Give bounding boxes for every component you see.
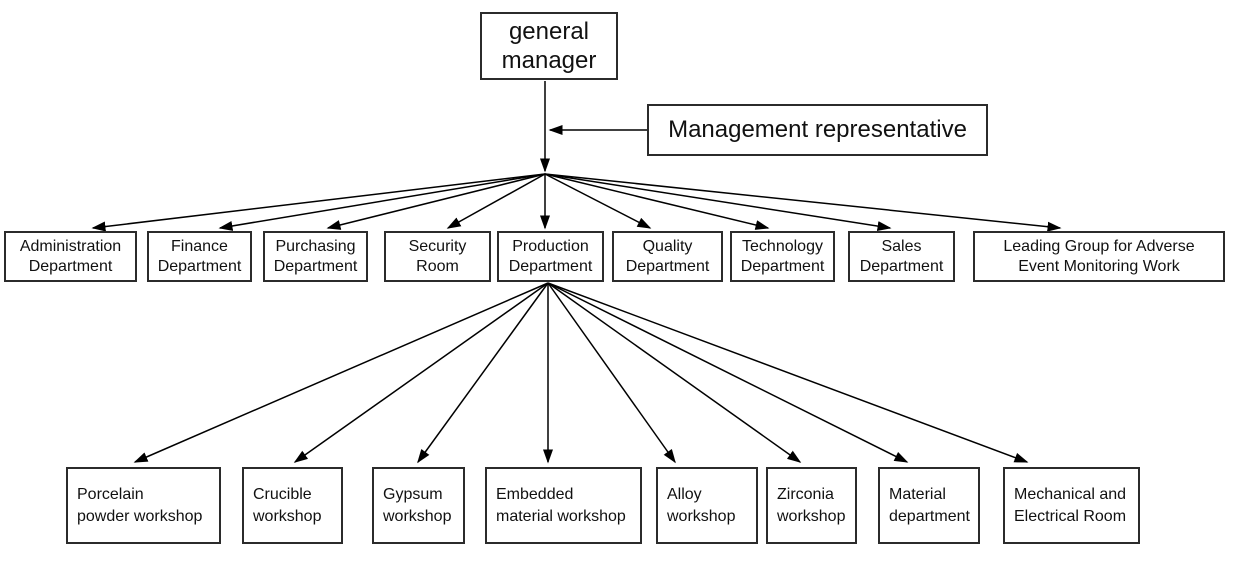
edge-to-administration-department (91, 173, 546, 232)
node-production-department: Production Department (497, 231, 604, 282)
node-technology-department: Technology Department (730, 231, 835, 282)
node-finance-department: Finance Department (147, 231, 252, 282)
edge-to-technology-department (544, 173, 770, 230)
node-general-manager: general manager (480, 12, 618, 80)
node-leading-group-adverse-event-monitoring: Leading Group for Adverse Event Monitori… (973, 231, 1225, 282)
node-embedded-material-workshop: Embedded material workshop (485, 467, 642, 544)
node-crucible-workshop: Crucible workshop (242, 467, 343, 544)
node-administration-department: Administration Department (4, 231, 137, 282)
node-porcelain-powder-workshop: Porcelain powder workshop (66, 467, 221, 544)
edge-to-security-room (446, 173, 546, 229)
node-purchasing-department: Purchasing Department (263, 231, 368, 282)
node-sales-department: Sales Department (848, 231, 955, 282)
edge-to-alloy-workshop (547, 282, 676, 464)
node-gypsum-workshop: Gypsum workshop (372, 467, 465, 544)
edge-to-leading-group-adverse-event-monitoring (544, 173, 1062, 232)
node-quality-department: Quality Department (612, 231, 723, 282)
node-zirconia-workshop: Zirconia workshop (766, 467, 857, 544)
edge-to-material-department (547, 282, 909, 463)
node-mechanical-electrical-room: Mechanical and Electrical Room (1003, 467, 1140, 544)
node-management-representative: Management representative (647, 104, 988, 156)
edge-to-quality-department (544, 173, 652, 229)
node-alloy-workshop: Alloy workshop (656, 467, 758, 544)
node-material-department: Material department (878, 467, 980, 544)
edge-to-finance-department (218, 173, 546, 231)
edge-to-zirconia-workshop (547, 282, 802, 463)
edge-to-purchasing-department (326, 173, 546, 230)
node-security-room: Security Room (384, 231, 491, 282)
edge-to-sales-department (544, 173, 892, 232)
edge-to-mechanical-electrical-room (547, 282, 1029, 463)
edge-to-crucible-workshop (293, 282, 549, 463)
edge-to-porcelain-powder-workshop (133, 282, 549, 463)
edge-to-gypsum-workshop (417, 282, 549, 464)
